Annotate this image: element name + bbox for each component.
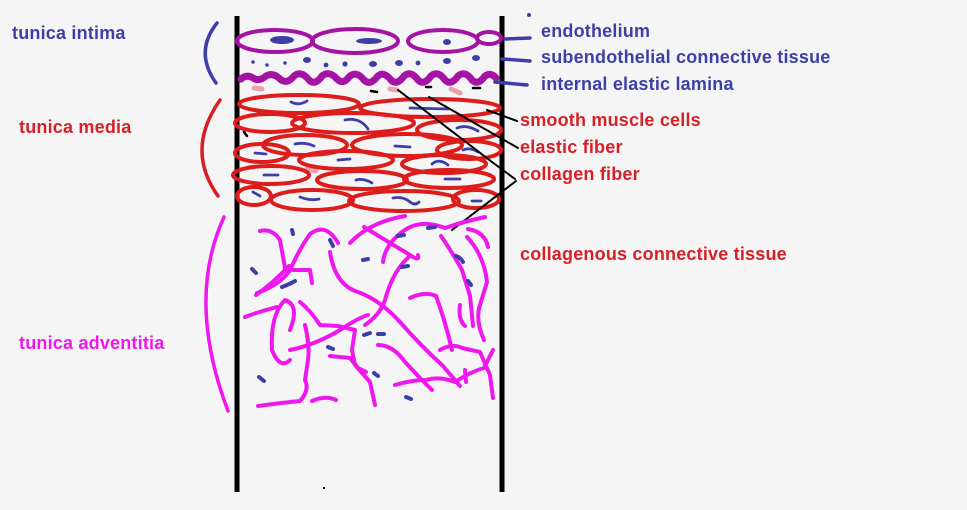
intima-bracket-icon	[203, 21, 219, 85]
smooth-muscle-cells	[231, 93, 503, 213]
collagen-fiber-label: collagen fiber	[520, 164, 640, 184]
media-bracket-icon	[200, 98, 222, 198]
internal-elastic-lamina	[237, 70, 500, 86]
adventitia-bracket-icon	[204, 215, 230, 413]
elastic-fiber-label: elastic fiber	[520, 137, 623, 157]
tunica-media-label: tunica media	[19, 117, 132, 137]
internal-elastic-lamina-label: internal elastic lamina	[541, 74, 734, 94]
subendothelial-label: subendothelial connective tissue	[541, 47, 831, 67]
tunica-adventitia-label: tunica adventitia	[19, 333, 165, 353]
tunica-intima-label: tunica intima	[12, 23, 126, 43]
muscle-nuclei	[251, 99, 483, 206]
fibroblast-nuclei	[250, 225, 473, 401]
collagenous-connective-tissue-label: collagenous connective tissue	[520, 244, 787, 264]
endothelium-label: endothelium	[541, 21, 651, 41]
smooth-muscle-cells-label: smooth muscle cells	[520, 110, 701, 130]
endothelium-cells	[235, 27, 503, 55]
collagen-fibers	[243, 214, 495, 408]
subendothelial-dots	[251, 55, 480, 68]
